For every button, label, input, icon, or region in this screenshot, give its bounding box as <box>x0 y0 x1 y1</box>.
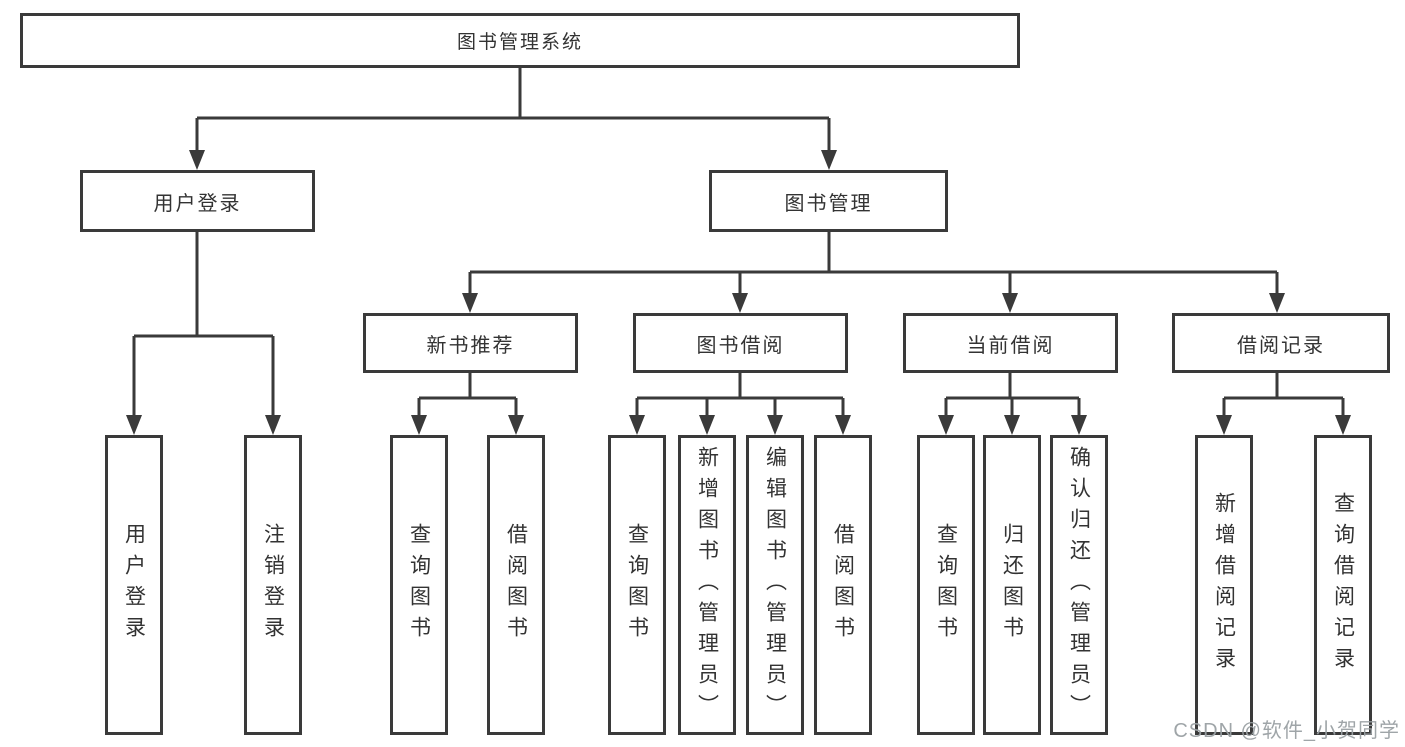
leaf-query-books-borrowing: 查询图书 <box>608 435 666 735</box>
node-borrowing-records: 借阅记录 <box>1172 313 1390 373</box>
node-current-borrowing: 当前借阅 <box>903 313 1118 373</box>
node-label: 图书借阅 <box>696 334 785 357</box>
node-label: 用户登录 <box>153 192 242 215</box>
node-book-management: 图书管理 <box>709 170 948 232</box>
node-label: 查询借阅记录 <box>1331 492 1355 678</box>
leaf-confirm-return-admin: 确认归还（管理员） <box>1050 435 1108 735</box>
node-label: 图书管理系统 <box>456 32 583 53</box>
leaf-borrow-books-recommend: 借阅图书 <box>487 435 545 735</box>
node-label: 图书管理 <box>784 192 873 215</box>
node-label: 用户登录 <box>122 523 146 647</box>
node-label: 查询图书 <box>407 523 431 647</box>
node-label: 查询图书 <box>625 523 649 647</box>
node-new-book-recommendation: 新书推荐 <box>363 313 578 373</box>
node-label: 归还图书 <box>1000 523 1024 647</box>
node-user-login: 用户登录 <box>80 170 315 232</box>
leaf-return-books: 归还图书 <box>983 435 1041 735</box>
node-label: 查询图书 <box>934 523 958 647</box>
node-label: 确认归还（管理员） <box>1067 445 1091 725</box>
leaf-query-books-recommend: 查询图书 <box>390 435 448 735</box>
node-label: 注销登录 <box>261 523 285 647</box>
leaf-add-book-admin: 新增图书（管理员） <box>678 435 736 735</box>
node-label: 新书推荐 <box>426 334 515 357</box>
leaf-borrow-books-borrowing: 借阅图书 <box>814 435 872 735</box>
node-label: 当前借阅 <box>966 334 1055 357</box>
leaf-user-login: 用户登录 <box>105 435 163 735</box>
node-label: 新增图书（管理员） <box>695 445 719 725</box>
node-label: 借阅图书 <box>831 523 855 647</box>
node-book-borrowing: 图书借阅 <box>633 313 848 373</box>
leaf-query-borrow-record: 查询借阅记录 <box>1314 435 1372 735</box>
watermark: CSDN @软件_小贺同学 <box>1173 720 1400 742</box>
leaf-edit-book-admin: 编辑图书（管理员） <box>746 435 804 735</box>
leaf-add-borrow-record: 新增借阅记录 <box>1195 435 1253 735</box>
node-label: 借阅记录 <box>1237 334 1325 357</box>
node-library-management-system: 图书管理系统 <box>20 13 1020 68</box>
node-label: 新增借阅记录 <box>1212 492 1236 678</box>
leaf-logout: 注销登录 <box>244 435 302 735</box>
node-label: 编辑图书（管理员） <box>763 445 787 725</box>
leaf-query-books-current: 查询图书 <box>917 435 975 735</box>
node-label: 借阅图书 <box>504 523 528 647</box>
